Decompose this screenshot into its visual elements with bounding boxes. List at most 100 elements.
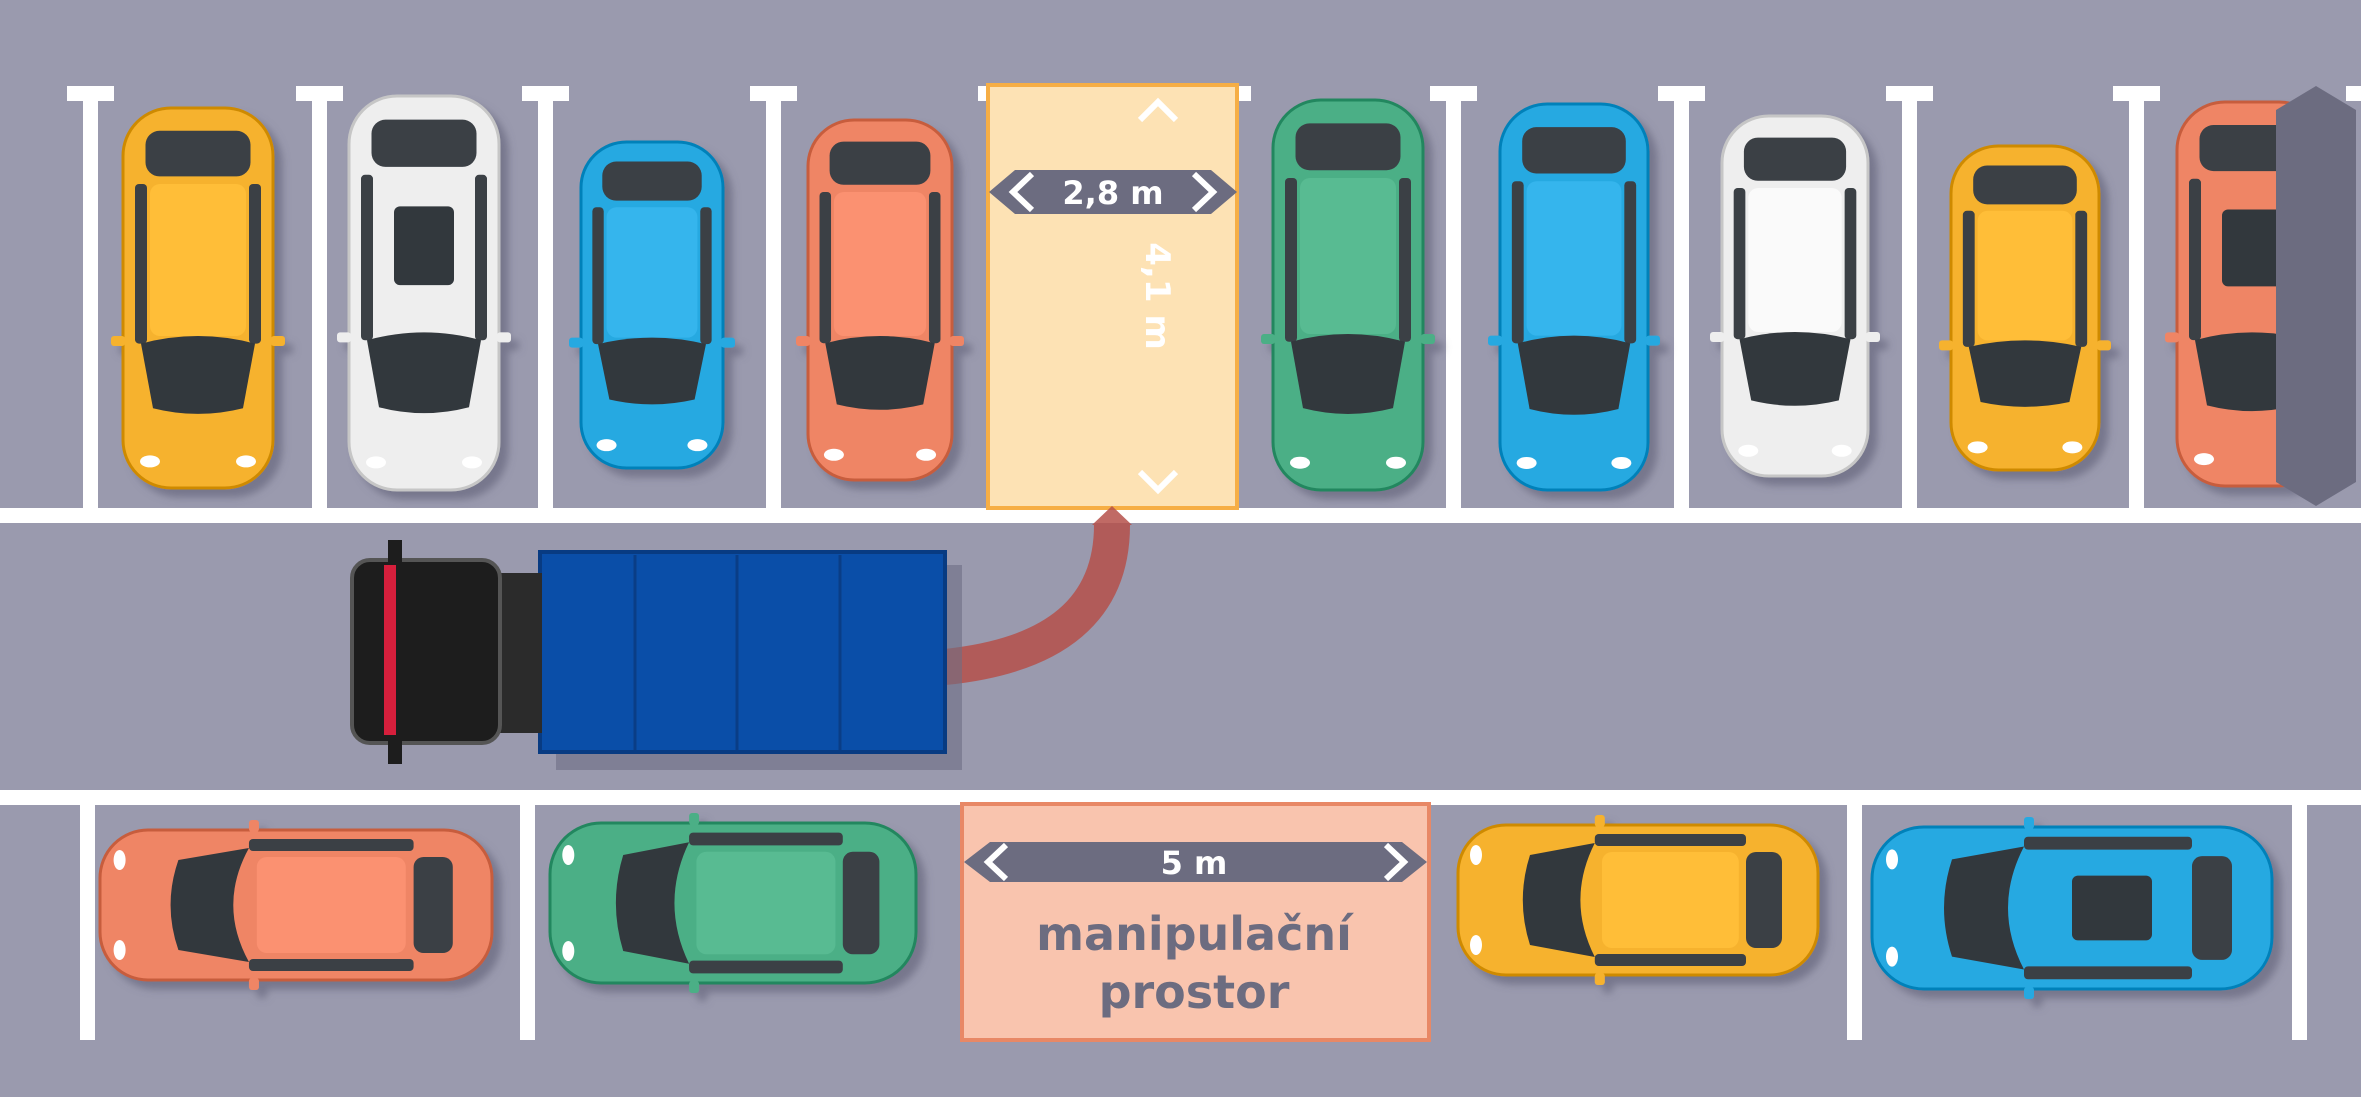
car-side-window <box>1733 188 1746 340</box>
car-headlight <box>1738 444 1759 457</box>
truck <box>350 540 962 770</box>
car-mirror <box>1594 815 1605 827</box>
car-headlight <box>2194 453 2214 466</box>
car-windshield <box>170 848 249 962</box>
car-side-window <box>249 184 261 344</box>
car-mirror <box>1261 334 1275 344</box>
car-windshield <box>1291 334 1405 414</box>
manipulation-arrow-chevron-left <box>983 842 1009 882</box>
car-headlight <box>1967 441 1988 454</box>
car-mirror <box>689 813 700 825</box>
car-headlight <box>1886 849 1898 870</box>
top-divider-line <box>83 86 98 508</box>
top-divider-line <box>2129 86 2144 508</box>
top-divider-cap <box>522 86 569 101</box>
top-divider-cap <box>1886 86 1933 101</box>
car <box>796 118 964 482</box>
car-roof <box>1300 178 1396 334</box>
car-mirror <box>111 336 125 346</box>
car <box>1870 817 2274 999</box>
car-side-window <box>689 832 843 846</box>
car <box>1488 102 1660 492</box>
manipulation-arrow-chevron-right <box>1383 842 1409 882</box>
car <box>111 106 285 490</box>
length-arrow-chevron-bottom <box>1137 469 1179 495</box>
car-side-window <box>2189 178 2201 341</box>
car-side-window <box>2024 966 2192 980</box>
car-rear-window <box>1522 127 1626 174</box>
car-headlight <box>1611 456 1632 469</box>
car-headlight <box>1470 935 1482 955</box>
car-mirror <box>2165 332 2179 343</box>
car <box>98 820 494 990</box>
bottom-row-lines <box>0 790 2361 1040</box>
car-mirror <box>248 978 259 990</box>
truck-cab <box>350 558 502 745</box>
car-headlight <box>1470 845 1482 865</box>
car-side-window <box>2024 836 2192 850</box>
car-rear-window <box>413 857 453 953</box>
top-divider-cap <box>750 86 797 101</box>
car-mirror <box>248 820 259 832</box>
car-mirror <box>1488 335 1502 346</box>
car-mirror <box>2024 817 2034 829</box>
width-arrow-chevron-left <box>1008 171 1035 213</box>
car-roof <box>1977 210 2073 341</box>
car-mirror <box>689 981 700 993</box>
manipulation-width-label: 5 m <box>1161 844 1228 882</box>
car-side-window <box>1594 834 1746 846</box>
car-mirror <box>1646 335 1660 346</box>
car <box>1261 98 1435 492</box>
truck-mirror <box>388 740 402 764</box>
top-divider-cap <box>2113 86 2160 101</box>
car-headlight <box>462 456 482 469</box>
car-rear-window <box>829 141 931 185</box>
top-divider-cap <box>2346 86 2361 101</box>
car-windshield <box>1968 340 2082 407</box>
space-length-label: 4,1 m <box>1137 242 1177 350</box>
car-mirror <box>2097 340 2111 351</box>
car-rear-window <box>2192 856 2232 960</box>
car-side-window <box>1844 188 1857 340</box>
car-windshield <box>598 337 706 405</box>
car-roof <box>1748 188 1842 332</box>
truck-mirror <box>388 540 402 564</box>
car-windshield <box>141 336 255 414</box>
car <box>1939 144 2111 472</box>
car-windshield <box>1522 843 1595 957</box>
top-divider-cap <box>1430 86 1477 101</box>
car-mirror <box>796 336 810 346</box>
car-roof <box>1526 181 1622 336</box>
space-width-label: 2,8 m <box>1062 174 1163 212</box>
car <box>1456 815 1820 985</box>
car-mirror <box>337 332 351 343</box>
reversing-path-arrowhead <box>1092 506 1132 525</box>
car-roof <box>256 857 406 953</box>
top-row-cars <box>111 94 2339 492</box>
car-mirror <box>271 336 285 346</box>
length-arrow-chevron-top <box>1137 97 1179 123</box>
car-rear-window <box>145 130 251 177</box>
top-divider-line <box>766 86 781 508</box>
car-mirror <box>1594 973 1605 985</box>
top-divider-line <box>1902 86 1917 508</box>
car-windshield <box>615 842 690 964</box>
car-headlight <box>140 455 160 468</box>
top-divider-cap <box>1658 86 1705 101</box>
car-mirror <box>1866 332 1880 342</box>
car-mirror <box>950 336 964 346</box>
car-windshield <box>367 332 481 414</box>
manipulation-width-arrow: 5 m <box>964 842 1427 882</box>
top-divider-line <box>1446 86 1461 508</box>
car-rear-window <box>1743 137 1847 181</box>
car-mirror <box>569 337 583 348</box>
bottom-divider-line <box>520 805 535 1040</box>
bottom-row-cars <box>98 813 2274 999</box>
car-headlight <box>113 940 126 960</box>
car-windshield <box>825 336 935 410</box>
car-headlight <box>113 850 126 870</box>
car-rear-window <box>842 851 880 955</box>
car-sunroof <box>2222 209 2282 287</box>
car-headlight <box>562 845 575 865</box>
